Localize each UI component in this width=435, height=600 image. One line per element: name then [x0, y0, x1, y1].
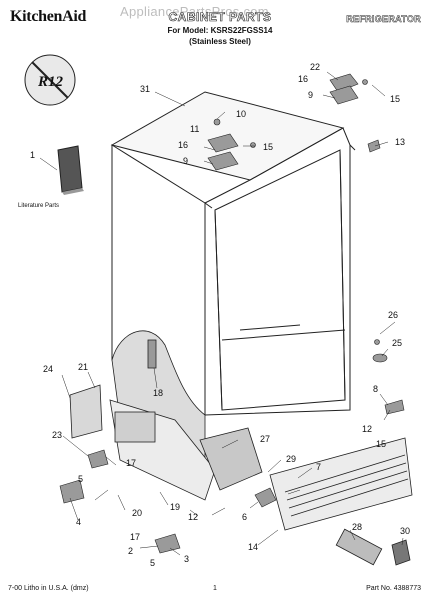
callout-9: 9	[308, 90, 313, 100]
callout-3: 3	[184, 554, 189, 564]
appliance-category: REFRIGERATOR	[346, 14, 421, 25]
callout-15: 15	[390, 94, 400, 104]
callout-14: 14	[248, 542, 258, 552]
callout-27: 27	[260, 434, 270, 444]
callout-22: 22	[310, 62, 320, 72]
watermark: AppliancePartsPros.com	[120, 4, 269, 19]
literature-parts-booklet: Literature Parts	[18, 145, 84, 209]
leader-lines	[39, 71, 404, 556]
callout-17: 17	[126, 458, 136, 468]
callout-23: 23	[52, 430, 62, 440]
model-number: For Model: KSRS22FGSS14	[167, 26, 273, 35]
callout-1: 1	[30, 150, 35, 160]
callout-15: 15	[263, 142, 273, 152]
callout-4: 4	[76, 517, 81, 527]
literature-parts-label: Literature Parts	[18, 203, 59, 209]
callout-29: 29	[286, 454, 296, 464]
callout-24: 24	[43, 364, 53, 374]
machine-compartment	[69, 330, 413, 566]
callout-15: 15	[376, 439, 386, 449]
r12-badge-label: R12	[37, 74, 64, 90]
callout-18: 18	[153, 388, 163, 398]
callout-30: 30	[400, 526, 410, 536]
callout-9: 9	[183, 156, 188, 166]
callout-21: 21	[78, 362, 88, 372]
callout-12: 12	[362, 424, 372, 434]
callout-11: 11	[190, 124, 199, 134]
callout-numbers: 31 22 16 9 15 10 11 16 15 9 13 1 26 25 2…	[30, 62, 410, 568]
callout-20: 20	[132, 508, 142, 518]
page-title: CABINET PARTS	[168, 10, 272, 25]
callout-16: 16	[178, 140, 188, 150]
callout-5: 5	[150, 558, 155, 568]
callout-26: 26	[388, 310, 398, 320]
callout-7: 7	[316, 462, 321, 472]
print-info: 7-00 Litho in U.S.A. (dmz)	[8, 585, 89, 592]
callout-8: 8	[373, 384, 378, 394]
callout-2: 2	[128, 546, 133, 556]
callout-17: 17	[130, 532, 140, 542]
callout-13: 13	[395, 137, 405, 147]
callout-19: 19	[170, 502, 180, 512]
callout-31: 31	[140, 84, 150, 94]
part-number: Part No. 4388773	[366, 585, 421, 592]
callout-12: 12	[188, 512, 198, 522]
callout-16: 16	[298, 74, 308, 84]
callout-6: 6	[242, 512, 247, 522]
callout-5: 5	[78, 474, 83, 484]
model-finish: (Stainless Steel)	[189, 37, 251, 46]
hinge-parts	[59, 73, 405, 554]
callout-10: 10	[236, 109, 246, 119]
callout-25: 25	[392, 338, 402, 348]
brand-logo: KitchenAid	[10, 8, 87, 25]
r12-badge: R12	[24, 54, 76, 106]
callout-28: 28	[352, 522, 362, 532]
page-number: 1	[213, 585, 217, 592]
